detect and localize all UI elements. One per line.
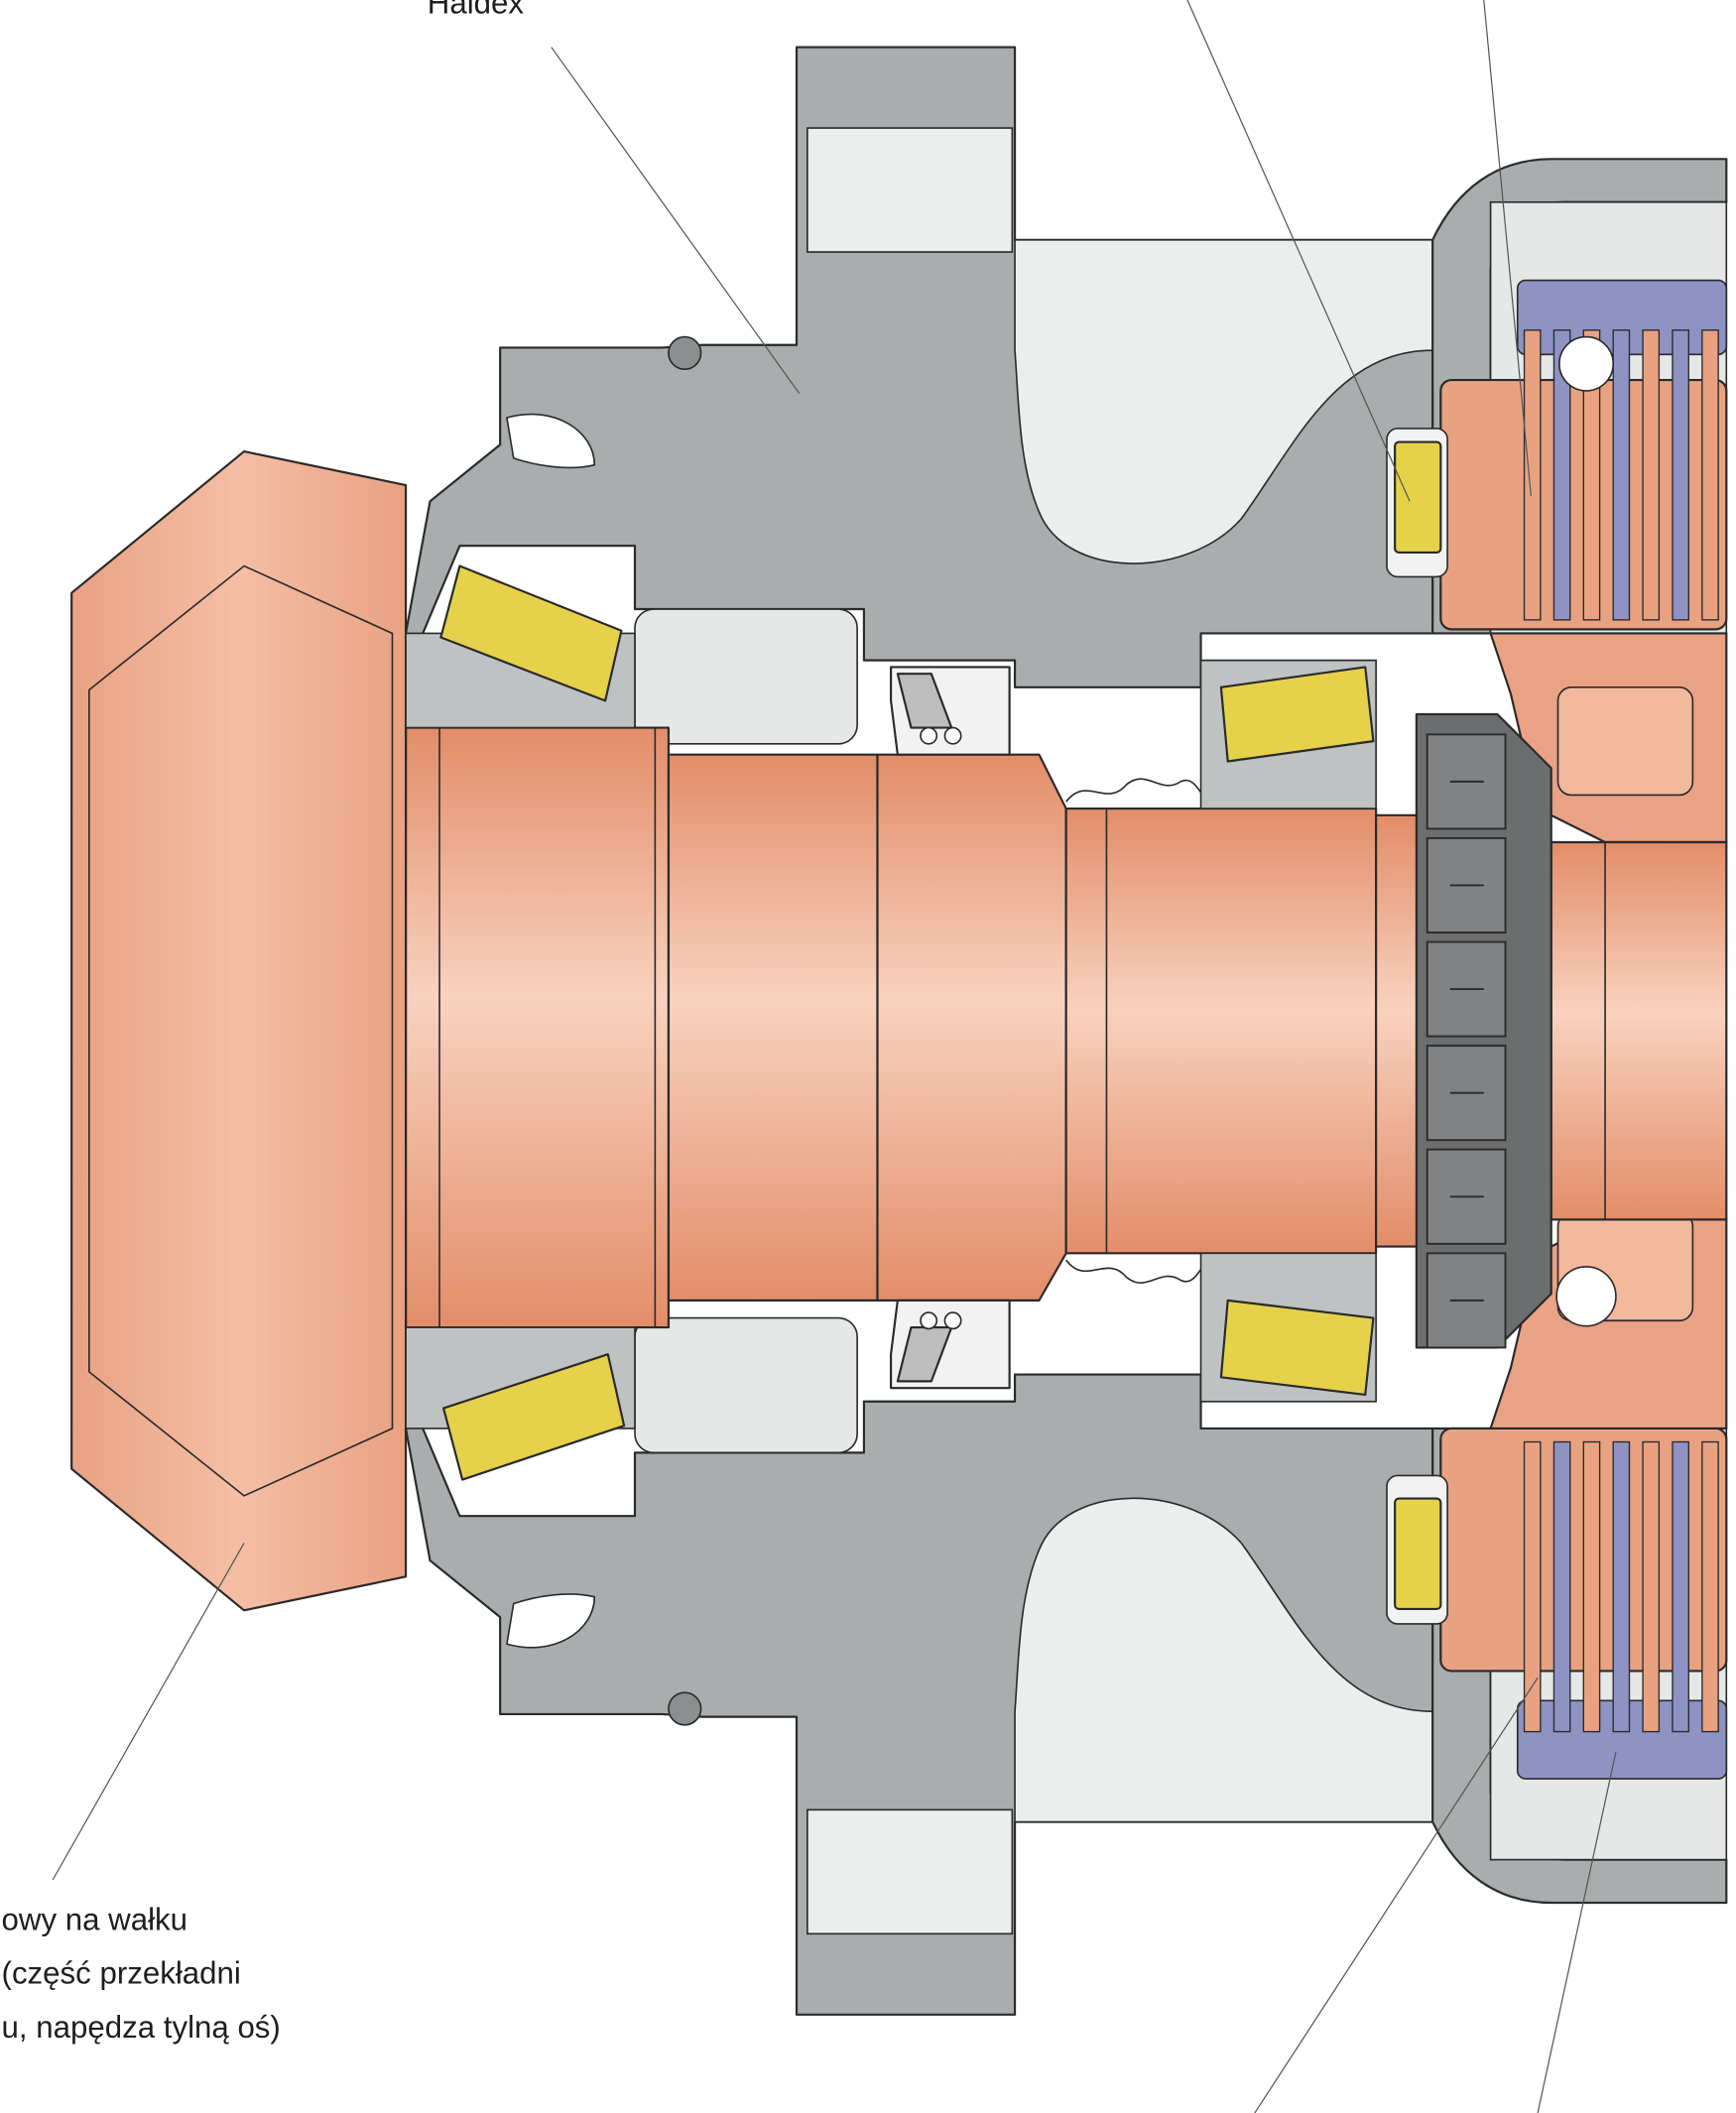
clutch-plate	[1552, 329, 1571, 621]
leader-haldex	[551, 47, 801, 395]
hub-pocket-upper	[1556, 685, 1694, 797]
labels: Haldex owy na wałku (część przekładni u,…	[2, 0, 525, 2045]
clutch-plate	[1552, 1440, 1571, 1733]
bearing-right-upper	[1199, 659, 1377, 809]
clutch-plate	[1612, 329, 1631, 621]
shaft-section-2	[667, 753, 879, 1302]
shaft-section-6	[1550, 840, 1728, 1221]
pinion-shaft	[404, 726, 1728, 1329]
clutch-plate	[1642, 329, 1661, 621]
clutch-plate	[1701, 329, 1719, 621]
label-flange-line2: (część przekładni	[2, 1956, 241, 1991]
clutch-pack-upper	[1439, 279, 1728, 631]
clutch-plate	[1582, 329, 1601, 621]
label-flange-line3: u, napędza tylną oś)	[2, 2010, 281, 2045]
label-haldex: Haldex	[428, 0, 525, 21]
shaft-section-1	[404, 726, 671, 1329]
bearings	[405, 428, 1448, 1625]
spring-upper	[1065, 778, 1208, 803]
label-flange-line1: owy na wałku	[2, 1902, 188, 1936]
shaft-section-3	[876, 753, 1067, 1302]
needle-roller-lower	[1394, 1497, 1442, 1611]
leader-top-right	[1483, 0, 1532, 496]
slotted-nut	[1415, 712, 1552, 1349]
housing-window-lower	[806, 1808, 1014, 1935]
bearing-left-upper	[405, 564, 636, 729]
spring-lower	[1065, 1259, 1208, 1284]
leader-flange	[52, 1543, 245, 1881]
housing-window-upper	[806, 127, 1014, 253]
roller-left-upper	[439, 564, 623, 702]
oil-hole-upper	[1558, 335, 1615, 392]
housing-cavity-upper	[1014, 238, 1433, 564]
leader-lines	[52, 0, 1617, 2113]
bore-upper	[634, 608, 858, 745]
roller-left-lower	[442, 1353, 626, 1481]
clutch-plate	[1523, 329, 1542, 621]
bearing-left-lower	[405, 1326, 636, 1481]
clutch-plate	[1523, 1440, 1542, 1733]
clutch-plate	[1612, 1440, 1631, 1733]
clutch-plates-upper	[1523, 329, 1719, 621]
bore-lower	[634, 1316, 858, 1454]
clutch-plate	[1642, 1440, 1661, 1733]
shaft-seals	[890, 666, 1011, 1390]
leader-bottom-mid	[1254, 1677, 1539, 2113]
shaft-seal-upper	[890, 666, 1011, 756]
flange-body	[70, 449, 408, 1612]
needle-bearing-upper	[1386, 428, 1448, 578]
nut-segment	[1426, 836, 1507, 933]
seal-groove-lower	[506, 1593, 596, 1649]
bevel-gear-flange	[70, 449, 408, 1612]
shaft-section-5	[1375, 813, 1425, 1248]
oil-hole-lower	[1555, 1266, 1617, 1327]
nut-segments	[1426, 733, 1507, 1349]
needle-roller-upper	[1394, 440, 1442, 555]
housing-cavity-lower	[1014, 1497, 1433, 1823]
clutch-plate	[1701, 1440, 1719, 1733]
roller-right-lower	[1219, 1299, 1375, 1397]
o-ring-lower	[668, 1691, 702, 1726]
clutch-plates-lower	[1523, 1440, 1719, 1733]
roller-right-upper	[1219, 666, 1375, 763]
leader-top-mid	[1186, 0, 1411, 502]
bearing-right-lower	[1199, 1252, 1377, 1403]
shaft-seal-lower	[890, 1299, 1011, 1390]
clutch-plate	[1672, 329, 1689, 621]
o-ring-upper	[668, 335, 702, 371]
leader-bottom-right	[1537, 1751, 1617, 2113]
clutch-plate	[1582, 1440, 1601, 1733]
gearbox-housing	[404, 46, 1434, 2016]
clutch-hub	[1489, 632, 1728, 1430]
seal-groove-upper	[506, 413, 596, 469]
clutch-plate	[1672, 1440, 1689, 1733]
shaft-section-4	[1064, 807, 1378, 1255]
needle-bearing-lower	[1386, 1474, 1448, 1625]
clutch-pack-lower	[1439, 1427, 1728, 1780]
